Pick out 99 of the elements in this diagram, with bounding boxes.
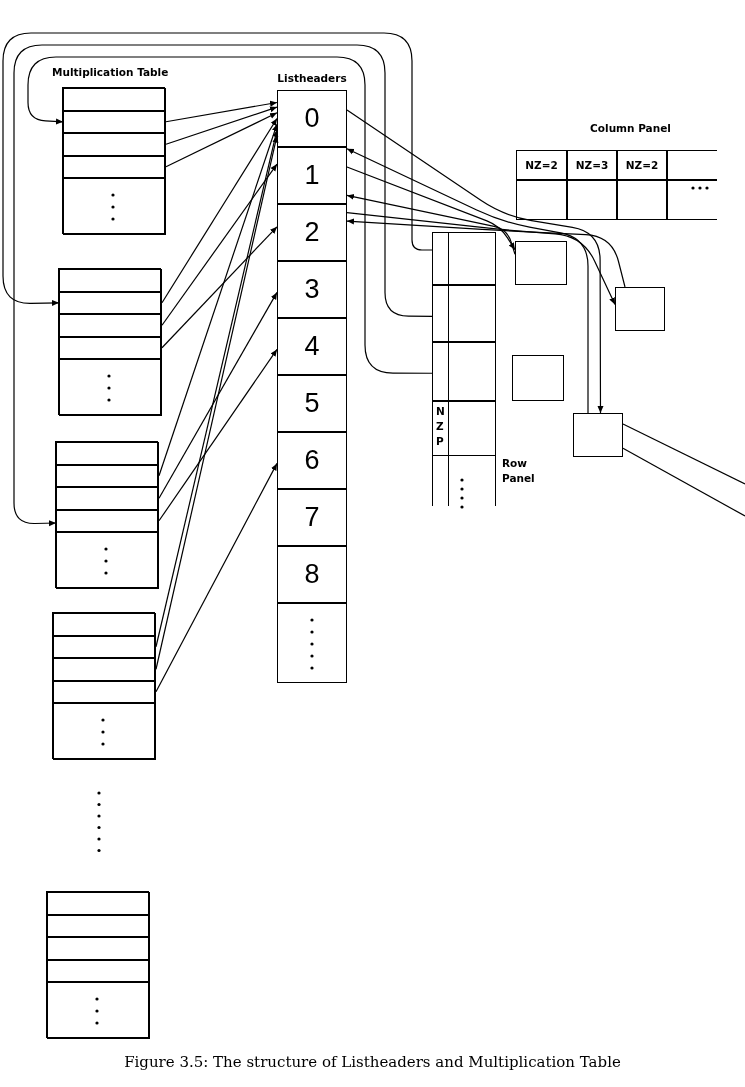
panel-cell: [432, 285, 449, 342]
record-row: [63, 133, 166, 156]
header-cell: [277, 261, 347, 318]
record-row: [47, 937, 150, 960]
header-cell: [277, 204, 347, 261]
heading: Column Panel: [589, 122, 672, 134]
arrow: [346, 193, 516, 255]
cell-number: 3: [303, 274, 321, 305]
arrow: [165, 112, 278, 168]
cell-text: NZ=3: [574, 159, 610, 171]
record-row: [47, 914, 150, 937]
arrow: [346, 109, 604, 414]
panel-cell: [448, 401, 496, 456]
record-row: [56, 442, 159, 465]
arrow: [161, 226, 278, 349]
record-row: [53, 658, 156, 681]
cell-text: NZ=2: [624, 159, 660, 171]
value-box: [512, 355, 564, 401]
figure-caption: Figure 3.5: The structure of Listheaders and Multiplication Table: [123, 1053, 622, 1071]
record-tail: [56, 532, 159, 589]
record-row: [47, 892, 150, 915]
record-row: [56, 464, 159, 487]
value-box: [615, 287, 665, 331]
record-row: [53, 613, 156, 636]
cell-number: 0: [303, 103, 321, 134]
arrow: [346, 148, 589, 414]
header-cell: [277, 147, 347, 204]
value-box: [515, 241, 567, 285]
cell-text: NZP: [436, 404, 444, 449]
panel-cell: [567, 180, 617, 220]
record-tail: [63, 178, 166, 235]
value-box: [573, 413, 623, 457]
panel-cell: [567, 150, 617, 180]
record-row: [59, 269, 162, 292]
record-row: [56, 509, 159, 532]
record-tail: [59, 359, 162, 416]
record-block: [46, 891, 149, 1038]
cell-text: NZ=2: [524, 159, 559, 171]
panel-cell: [516, 150, 567, 180]
panel-cell: [667, 150, 717, 180]
cell-number: 1: [303, 160, 321, 191]
header-cell: [277, 375, 347, 432]
arrow: [346, 211, 616, 306]
record-row: [63, 88, 166, 111]
cell-number: 4: [303, 331, 321, 362]
cell-number: 2: [303, 217, 321, 248]
record-row: [59, 314, 162, 337]
record-block: [62, 87, 165, 234]
heading: Row Panel: [502, 456, 536, 486]
record-block: [52, 612, 155, 759]
heading: Multiplication Table: [52, 66, 169, 78]
arrow: [27, 56, 433, 374]
record-row: [59, 291, 162, 314]
record-tail: [47, 982, 150, 1039]
record-row: [63, 110, 166, 133]
record-row: [53, 680, 156, 703]
header-cell: [277, 603, 347, 683]
arrow: [155, 462, 278, 693]
header-cell: [277, 546, 347, 603]
cell-number: 5: [303, 388, 321, 419]
panel-cell: [516, 180, 567, 220]
record-row: [63, 155, 166, 178]
header-cell: [277, 432, 347, 489]
arrow: [165, 100, 278, 123]
panel-cell: [448, 232, 496, 285]
record-row: [53, 635, 156, 658]
panel-cell: [432, 401, 449, 456]
record-block: [55, 441, 158, 588]
arrow: [13, 44, 433, 527]
line: [622, 447, 745, 517]
arrow: [346, 166, 516, 251]
cell-number: 8: [303, 559, 321, 590]
record-block: [58, 268, 161, 415]
arrow: [161, 163, 278, 326]
heading: Listheaders: [276, 72, 348, 84]
arrow: [165, 106, 278, 145]
panel-cell: [667, 180, 717, 220]
header-cell: [277, 489, 347, 546]
header-cell: [277, 90, 347, 147]
cell-number: 7: [303, 502, 321, 533]
arrow: [158, 291, 278, 499]
panel-cell: [448, 342, 496, 401]
record-tail: [53, 703, 156, 760]
cell-number: 6: [303, 445, 321, 476]
arrow: [158, 123, 278, 477]
arrow: [161, 117, 278, 304]
line: [622, 423, 745, 485]
arrow: [2, 32, 433, 306]
record-row: [56, 487, 159, 510]
panel-cell: [617, 180, 667, 220]
arrow: [158, 348, 278, 522]
panel-cell: [432, 342, 449, 401]
panel-cell: [448, 285, 496, 342]
panel-cell: [432, 232, 449, 285]
panel-cell: [617, 150, 667, 180]
record-row: [59, 336, 162, 359]
header-cell: [277, 318, 347, 375]
record-row: [47, 959, 150, 982]
arrow: [346, 218, 626, 288]
